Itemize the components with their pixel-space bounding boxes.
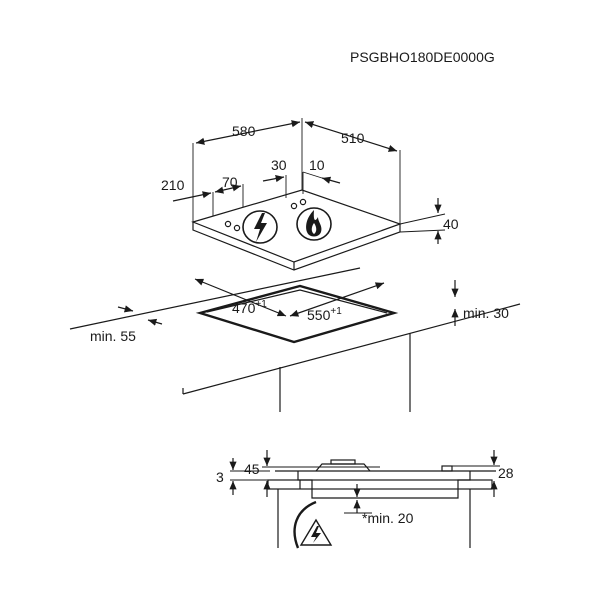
gas-flame-icon (296, 207, 332, 241)
dim-28: 28 (452, 450, 514, 497)
label-470: 470+1 (232, 299, 267, 316)
dim-510: 510 (304, 121, 401, 224)
countertop (69, 267, 521, 412)
label-10: 10 (309, 157, 325, 173)
electric-hazard-icon (242, 210, 278, 244)
dim-min-55: min. 55 (90, 305, 163, 344)
dim-3: 3 (216, 458, 270, 495)
dim-40: 40 (399, 198, 459, 244)
dim-470: 470+1 (194, 278, 287, 317)
label-min-55: min. 55 (90, 328, 136, 344)
dim-min-30: min. 30 (451, 280, 509, 326)
dim-580: 580 (192, 118, 303, 222)
model-code: PSGBHO180DE0000G (350, 49, 495, 65)
dim-min-20: *min. 20 (344, 484, 414, 526)
dim-550: 550+1 (289, 282, 385, 323)
hob-top-view (191, 189, 402, 271)
label-40: 40 (443, 216, 459, 232)
label-45: 45 (244, 461, 260, 477)
dim-30-10: 30 10 (262, 157, 341, 198)
label-550: 550+1 (307, 306, 342, 323)
label-28: 28 (498, 465, 514, 481)
label-510: 510 (341, 130, 365, 146)
electric-warning-icon (299, 518, 333, 546)
label-min-30: min. 30 (463, 305, 509, 321)
label-580: 580 (232, 123, 256, 139)
label-210: 210 (161, 177, 185, 193)
label-3: 3 (216, 469, 224, 485)
dim-45: 45 (244, 450, 380, 497)
label-30: 30 (271, 157, 287, 173)
dim-210-70: 210 70 (161, 174, 244, 216)
section-view (267, 459, 496, 549)
label-70: 70 (222, 174, 238, 190)
label-min-20: *min. 20 (362, 510, 414, 526)
